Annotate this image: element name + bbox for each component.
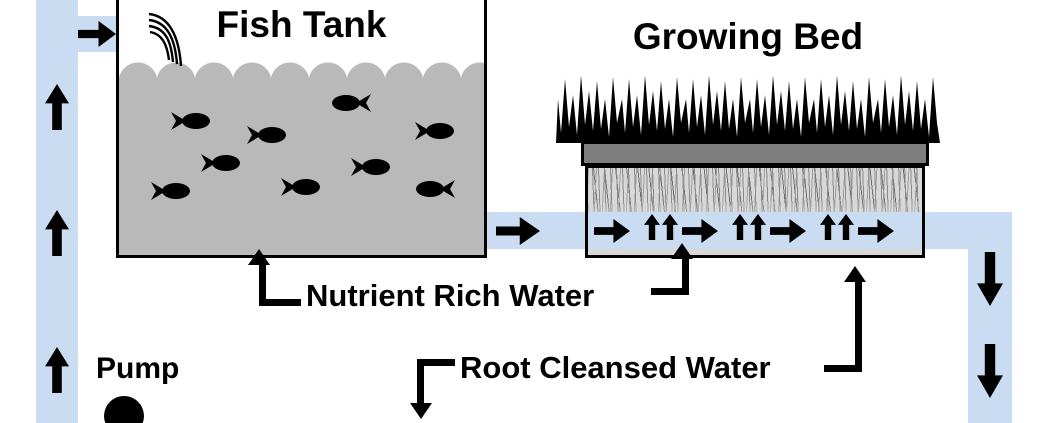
fish-icon <box>281 176 321 198</box>
pointer-arrowhead-up-icon <box>248 249 270 265</box>
fish-icon <box>331 92 371 114</box>
pointer-line <box>651 288 689 295</box>
fish-icon <box>151 180 191 202</box>
fish-icon <box>201 152 241 174</box>
growing-bed-frame <box>581 141 929 166</box>
fish-tank-title: Fish Tank <box>216 4 387 45</box>
pointer-line <box>417 359 424 405</box>
tank-water <box>119 58 484 255</box>
pointer-line <box>682 258 689 295</box>
growing-bed-box <box>585 165 925 258</box>
growing-bed-title: Growing Bed <box>632 16 864 57</box>
root-cleansed-water-label: Root Cleansed Water <box>460 350 771 385</box>
pointer-line <box>259 299 301 306</box>
pointer-arrowhead-up-icon <box>844 266 866 282</box>
pointer-line <box>824 365 862 372</box>
water-inflow-spray-icon <box>148 12 183 67</box>
fish-tank: Fish Tank <box>116 0 487 258</box>
pointer-arrowhead-up-icon <box>671 243 693 259</box>
fish-icon <box>171 110 211 132</box>
pointer-line <box>855 282 862 372</box>
fish-icon <box>415 120 455 142</box>
pump-label: Pump <box>96 352 180 385</box>
water-body <box>119 81 484 255</box>
pointer-arrowhead-down-icon <box>410 403 432 419</box>
plants-icon <box>556 75 940 143</box>
nutrient-rich-water-label: Nutrient Rich Water <box>306 278 595 313</box>
pointer-line <box>417 359 455 366</box>
pointer-line <box>259 264 266 306</box>
pump-icon <box>104 396 144 423</box>
fish-icon <box>247 124 287 146</box>
fish-icon <box>415 178 455 200</box>
fish-icon <box>351 156 391 178</box>
